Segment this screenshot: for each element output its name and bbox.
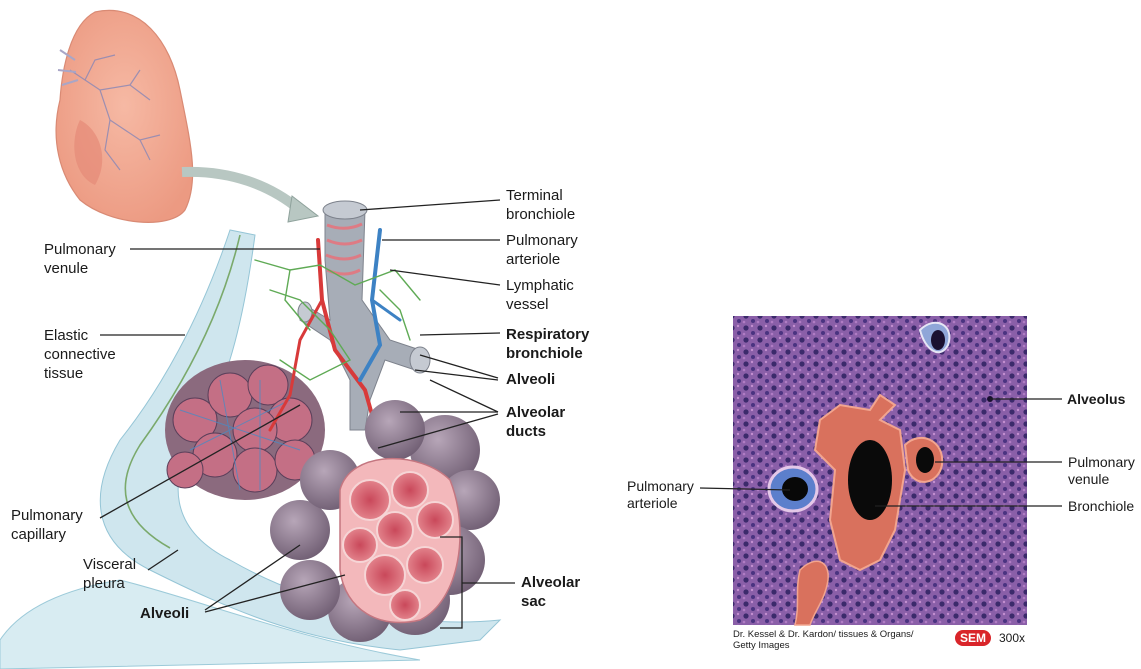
technique-badge: SEM [955, 630, 991, 646]
label-visceral-pleura: Visceral pleura [83, 555, 136, 593]
label-pulmonary-capillary: Pulmonary capillary [11, 506, 83, 544]
magnification: 300x [999, 631, 1025, 645]
label-pulmonary-arteriole: Pulmonary arteriole [506, 231, 578, 269]
label-micrograph-pulmonary-arteriole: Pulmonary arteriole [627, 478, 694, 512]
zoom-arrow-head [288, 196, 318, 222]
label-bronchiole: Bronchiole [1068, 498, 1134, 515]
label-respiratory-bronchiole: Respiratory bronchiole [506, 325, 589, 363]
label-alveoli-bottom: Alveoli [140, 604, 189, 623]
label-alveolar-ducts: Alveolar ducts [506, 403, 565, 441]
label-terminal-bronchiole: Terminal bronchiole [506, 186, 575, 224]
label-alveoli-right: Alveoli [506, 370, 555, 389]
label-micrograph-pulmonary-venule: Pulmonary venule [1068, 454, 1135, 488]
label-elastic-connective-tissue: Elastic connective tissue [44, 326, 116, 383]
label-lymphatic-vessel: Lymphatic vessel [506, 276, 574, 314]
label-alveolar-sac: Alveolar sac [521, 573, 580, 611]
sem-micrograph [733, 316, 1027, 625]
label-alveolus: Alveolus [1067, 391, 1125, 408]
image-credit: Dr. Kessel & Dr. Kardon/ tissues & Organ… [733, 629, 914, 651]
label-pulmonary-venule: Pulmonary venule [44, 240, 116, 278]
zoom-arrow [182, 172, 300, 210]
lung-thumbnail [56, 10, 193, 222]
bronchiole-tree [298, 201, 430, 430]
